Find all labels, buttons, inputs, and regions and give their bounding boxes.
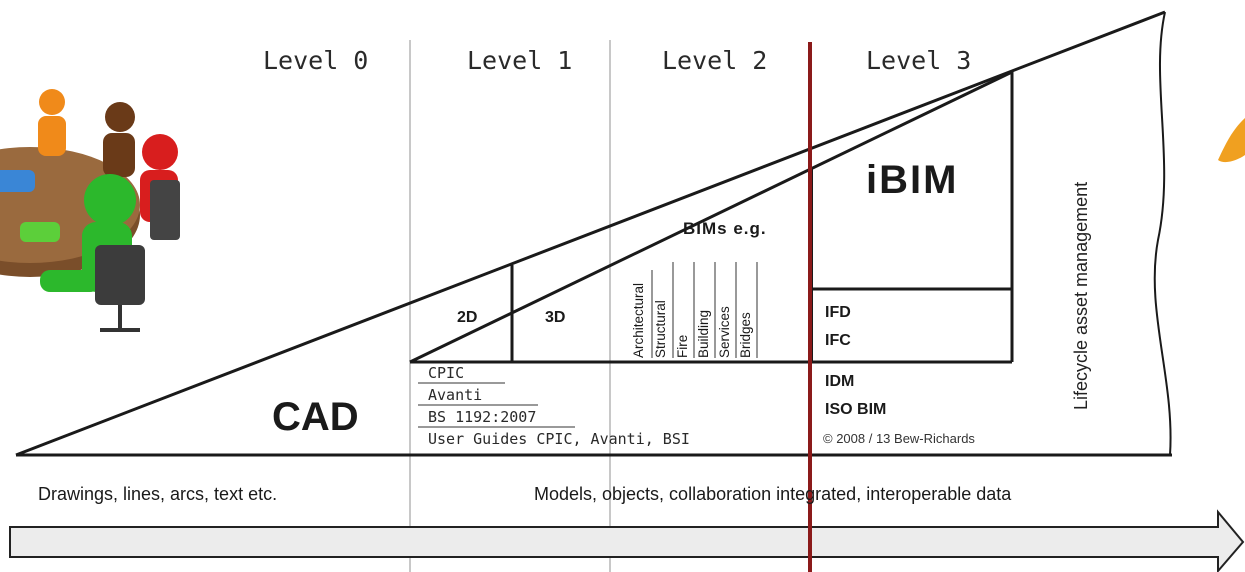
- bim-type-column-lines: [651, 262, 758, 358]
- bim-type-services: Services: [717, 306, 732, 358]
- bottom-left-description: Drawings, lines, arcs, text etc.: [38, 484, 278, 504]
- level-3-label: Level 3: [866, 46, 972, 75]
- item-idm: IDM: [825, 373, 855, 390]
- bim-type-building: Building: [696, 309, 711, 358]
- standard-avanti: Avanti: [428, 386, 483, 404]
- standards-underlines: [418, 382, 575, 428]
- standard-cpic: CPIC: [428, 364, 465, 382]
- bim-type-architectural: Architectural: [631, 282, 646, 358]
- inner-hypotenuse: [409, 70, 1013, 364]
- bottom-right-description: Models, objects, collaboration integrate…: [534, 484, 1012, 504]
- ibim-label: iBIM: [866, 158, 959, 202]
- label-3d: 3D: [545, 309, 566, 326]
- standard-user-guides: User Guides CPIC, Avanti, BSI: [428, 430, 690, 448]
- item-ifc: IFC: [825, 332, 851, 349]
- copyright-notice: © 2008 / 13 Bew-Richards: [823, 431, 975, 446]
- level-0-label: Level 0: [263, 46, 369, 75]
- item-ifd: IFD: [825, 304, 851, 321]
- cad-label: CAD: [272, 395, 359, 439]
- level-1-label: Level 1: [467, 46, 573, 75]
- level-2-label: Level 2: [662, 46, 768, 75]
- label-2d: 2D: [457, 309, 478, 326]
- bim-type-bridges: Bridges: [738, 312, 753, 358]
- bim-type-structural: Structural: [653, 300, 668, 358]
- bim-type-fire: Fire: [675, 334, 690, 358]
- orange-figure-edge: [1218, 118, 1245, 163]
- maturity-hypotenuse: [15, 10, 1166, 457]
- standard-bs1192: BS 1192:2007: [428, 408, 537, 426]
- progression-arrow: [9, 509, 1245, 572]
- lifecycle-label: Lifecycle asset management: [1071, 181, 1091, 410]
- people-around-table-illustration: [0, 89, 180, 332]
- bims-eg-label: BIMs e.g.: [683, 219, 767, 238]
- item-iso-bim: ISO BIM: [825, 401, 887, 418]
- wavy-right-edge: [1153, 11, 1172, 456]
